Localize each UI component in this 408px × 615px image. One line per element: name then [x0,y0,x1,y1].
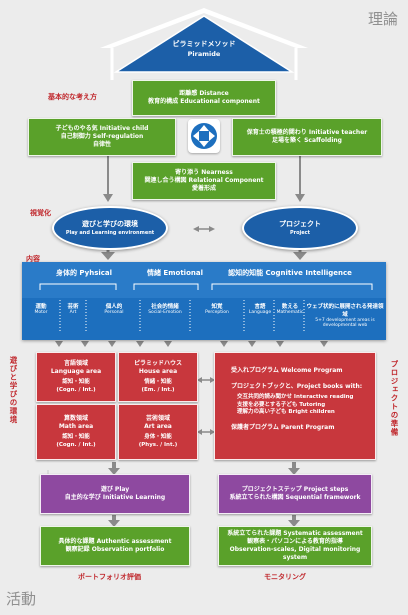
pyramid-shape [113,15,295,73]
distance-line1: 距離感 Distance [179,89,229,97]
content-label: 内容 [26,255,40,263]
teacher-line2: 足場を築く Scaffolding [272,137,342,144]
basic-concept-label: 基本的な考え方 [48,93,97,101]
play-environment-vertical-label: 遊びと学びの環境 [9,356,18,424]
cognitive-label: 認知的知能 Cognitive Intelligence [228,269,352,277]
project-ellipse: プロジェクト Project [242,206,358,250]
emotional-label: 情緒 Emotional [147,269,203,277]
project-preparation-vertical-label: プロジェクトの準備 [390,360,399,437]
category-developmental-web: ウェブ状的に展開される発達領域 5+7 development areas is… [306,304,384,328]
nearness-box: 寄り添う Nearness 関連し合う構図 Relational Compone… [132,162,276,200]
category-mathematic: 数える Mathematic [276,304,304,315]
theory-title: 理論 [367,10,398,28]
play-box: 遊び Play 自主的な学び Initiative Learning [40,474,190,514]
activity-title: 活動 [6,590,37,608]
house-area-box: ピラミッドハウス House area 情緒・知能 (Em. / Int.) [118,352,198,402]
pyramid-label: ピラミッドメソッド Piramide [150,40,258,59]
roof-outline [100,8,308,48]
category-motor: 運動 Motor [34,304,48,315]
nearness-line2: 関連し合う構図 Relational Component [144,176,264,184]
art-area-box: 芸術領域 Art area 身体・知能 (Phys. / Int.) [118,404,198,460]
project-en: Project [289,229,311,236]
interactive-reading-item: 交互共同的読み聞かせ Interactive reading [237,394,354,401]
nearness-line1: 寄り添う Nearness [175,168,233,176]
category-art: 芸術 Art [67,304,79,315]
distance-box: 距離感 Distance 教育的構成 Educational component [132,80,276,116]
category-personal: 個人的 Personal [104,304,124,315]
authentic-assessment-box: 具体的な課題 Authentic assessment 観察記録 Observa… [40,526,190,566]
arrowhead-right [295,194,305,202]
project-books-label: プロジェクトブックと、Project books with: [231,383,363,391]
bright-children-item: 理解力の高い子ども Bright children [237,409,335,416]
physical-label: 身体的 Pyhsical [55,269,113,277]
parent-program-label: 保護者プログラム Parent Program [231,424,335,432]
systematic-assessment-box: 系統立てられた課題 Systematic assessment 観察表・パソコン… [218,526,372,566]
initiative-child-box: 子どものやる気 Initiative child 自己制御力 Self-regu… [28,118,176,156]
portfolio-evaluation-label: ポートフォリオ評価 [78,573,141,581]
category-social-emotion: 社会的情緒 Social-Emotion [148,304,182,315]
four-way-arrows-icon [188,119,220,153]
pyramid-en: Piramide [187,49,221,58]
tutoring-item: 支援を必要とする子ども Tutoring [237,401,326,408]
distance-line2: 教育的構成 Educational component [148,98,260,105]
intelligence-band: 身体的 Pyhsical 情緒 Emotional 認知的知能 Cognitiv… [22,262,386,340]
child-line1: 子どものやる気 Initiative child [55,124,149,132]
play-learning-ellipse: 遊びと学びの環境 Play and Learning environment [52,206,168,250]
teacher-line1: 保育士の積極的関わり Initiative teacher [246,128,368,136]
child-line2: 自己制御力 Self-regulation [60,132,144,140]
arrowhead-band-left [101,252,115,260]
welcome-program-box: 受入れプログラム Welcome Program プロジェクトブックと、Proj… [214,352,376,460]
language-area-box: 言語領域 Language area 認知・知能 (Cogn. / Int.) [36,352,116,402]
arrowhead-left [103,194,113,202]
welcome-title: 受入れプログラム Welcome Program [231,367,343,374]
category-perception: 知覚 Perception [205,304,229,315]
math-area-box: 算数領域 Math area 認知・知能 (Cogn. / Int.) [36,404,116,460]
child-line3: 自律性 [92,141,111,149]
pyramid-jp: ピラミッドメソッド [172,40,236,48]
arrowhead-band-right [293,252,307,260]
project-steps-box: プロジェクトステップ Project steps 系統立てられた構図 Seque… [218,474,372,514]
project-jp: プロジェクト [279,220,321,228]
monitoring-label: モニタリング [264,573,306,581]
visualization-label: 視覚化 [30,209,51,217]
play-env-en: Play and Learning environment [65,229,155,236]
band-arrows [55,341,328,347]
category-language: 言語 Language [248,304,272,315]
nearness-line3: 愛着形成 [191,185,216,193]
play-env-jp: 遊びと学びの環境 [82,220,138,228]
initiative-teacher-box: 保育士の積極的関わり Initiative teacher 足場を築く Scaf… [232,118,382,156]
